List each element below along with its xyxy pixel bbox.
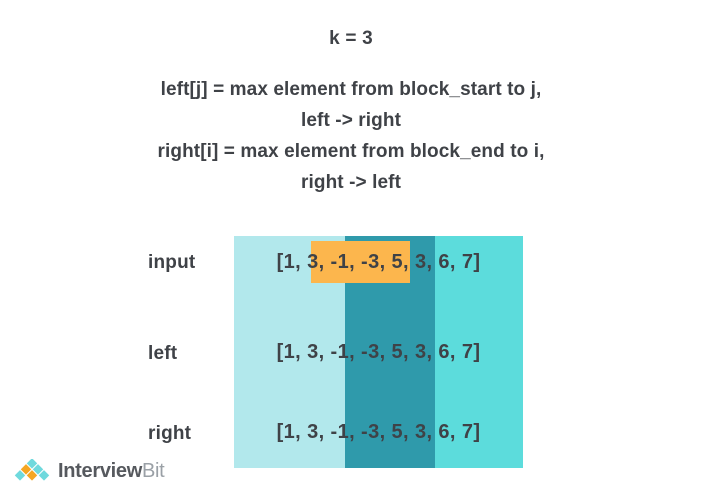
formula-line-right-dir: right -> left	[301, 172, 401, 193]
array-row-input: [1, 3, -1, -3, 5, 3, 6, 7]	[276, 250, 481, 273]
block-band-right	[435, 236, 523, 468]
interviewbit-logo: InterviewBit	[13, 456, 165, 486]
sliding-window-highlight	[311, 241, 410, 283]
row-label-right: right	[148, 423, 192, 444]
array-row-left: [1, 3, -1, -3, 5, 3, 6, 7]	[276, 340, 481, 363]
formula-block: left[j] = max element from block_start t…	[0, 74, 702, 198]
array-row-right: [1, 3, -1, -3, 5, 3, 6, 7]	[276, 420, 481, 443]
interviewbit-diamonds-icon	[14, 458, 50, 481]
heading-block: k = 3 left[j] = max element from block_s…	[0, 0, 702, 198]
page-title: k = 3	[329, 28, 373, 49]
formula-line-right-def: right[i] = max element from block_end to…	[157, 141, 545, 162]
logo-text-interview: Interview	[58, 459, 142, 482]
formula-line-left-dir: left -> right	[301, 110, 401, 131]
logo-text-bit: Bit	[142, 459, 165, 482]
formula-line-left-def: left[j] = max element from block_start t…	[160, 79, 542, 100]
row-label-left: left	[148, 343, 178, 364]
row-label-input: input	[148, 252, 196, 273]
logo-text: InterviewBit	[58, 459, 165, 483]
array-block-diagram: [1, 3, -1, -3, 5, 3, 6, 7] [1, 3, -1, -3…	[234, 236, 523, 468]
